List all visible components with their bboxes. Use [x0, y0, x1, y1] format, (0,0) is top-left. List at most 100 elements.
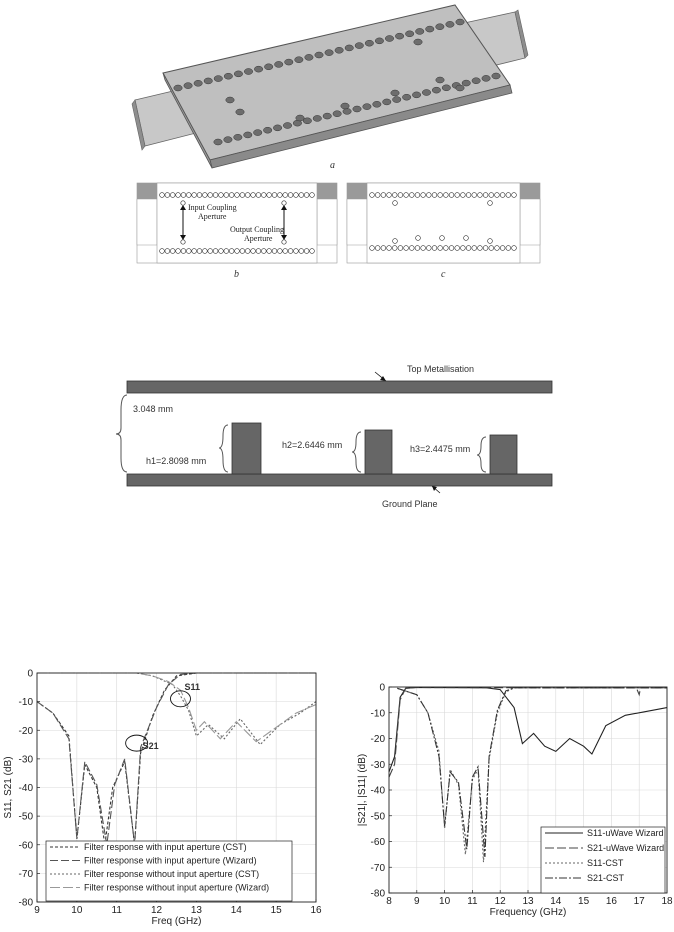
legend-entry: S21-uWave Wizard — [587, 843, 664, 853]
via-hole — [465, 192, 472, 198]
via-hole — [284, 58, 294, 66]
ground-plane-label: Ground Plane — [382, 499, 438, 509]
via-hole — [277, 248, 283, 254]
via-hole — [309, 248, 315, 254]
x-tick-label: 13 — [191, 905, 203, 916]
via-hole — [170, 192, 176, 198]
via-hole — [244, 68, 253, 75]
via-hole — [362, 103, 372, 110]
series-line-4 — [37, 672, 317, 743]
via-hole — [369, 192, 375, 198]
via-hole — [263, 126, 273, 134]
via-hole — [392, 96, 402, 103]
via-hole — [443, 245, 449, 251]
via-hole — [448, 245, 455, 251]
via-hole — [491, 72, 501, 80]
via-holes-top-c — [369, 192, 517, 251]
y-tick-label: -70 — [19, 869, 34, 880]
via-hole — [287, 248, 294, 254]
via-holes-top — [159, 192, 315, 254]
legend-entry: S21-CST — [587, 873, 625, 883]
via-hole — [255, 248, 262, 254]
s11-annotation: S11 — [184, 682, 200, 692]
post-via — [463, 235, 469, 241]
via-hole — [303, 248, 310, 254]
via-hole — [441, 84, 451, 92]
y-tick-label: -20 — [19, 726, 34, 737]
post-via — [392, 238, 398, 244]
via-hole — [494, 192, 500, 198]
via-hole — [223, 192, 229, 198]
via-hole — [303, 192, 310, 198]
via-hole — [243, 131, 253, 139]
via-hole — [159, 248, 165, 254]
via-hole — [354, 42, 364, 49]
via-hole — [374, 245, 381, 251]
post-via — [235, 108, 245, 116]
via-hole — [234, 248, 240, 254]
y-tick-label: 0 — [27, 669, 33, 680]
via-hole — [385, 35, 394, 42]
via-hole — [435, 23, 445, 30]
via-hole — [374, 192, 381, 198]
via-hole — [461, 79, 471, 87]
x-tick-label: 12 — [151, 905, 163, 916]
y-tick-label: -50 — [371, 811, 386, 822]
h1-label: h1=2.8098 mm — [146, 456, 206, 466]
via-hole — [304, 54, 314, 61]
via-hole — [213, 75, 223, 82]
post-via — [295, 114, 305, 122]
via-hole — [431, 192, 438, 198]
via-hole — [207, 248, 213, 254]
legend-entry: Filter response without input aperture (… — [84, 869, 259, 879]
via-hole — [420, 192, 426, 198]
via-hole — [488, 245, 494, 251]
via-hole — [380, 192, 387, 198]
via-hole — [202, 248, 208, 254]
x-axis-label: Frequency (GHz) — [490, 907, 567, 918]
via-hole — [191, 248, 197, 254]
via-hole — [364, 39, 374, 47]
via-hole — [173, 84, 183, 92]
via-hole — [196, 192, 203, 198]
post-via — [413, 38, 423, 46]
via-hole — [448, 192, 455, 198]
legend-box — [45, 840, 293, 902]
top-metallisation — [126, 380, 553, 394]
via-hole — [196, 248, 203, 254]
via-hole — [409, 192, 415, 198]
via-hole — [477, 192, 483, 198]
via-hole — [164, 192, 171, 198]
post-via — [392, 200, 398, 206]
ground-plane — [126, 473, 553, 487]
via-hole — [245, 248, 251, 254]
via-hole — [372, 101, 382, 108]
via-hole — [455, 18, 465, 26]
via-hole — [425, 25, 435, 33]
via-hole — [294, 56, 304, 63]
y-tick-label: -20 — [371, 734, 386, 745]
post-via — [225, 96, 235, 104]
via-hole — [212, 192, 219, 198]
via-hole — [403, 245, 409, 251]
cross-section-diagram: Top Metallisation Ground Plane 3.048 mm … — [115, 364, 553, 509]
via-hole — [443, 192, 449, 198]
via-hole — [460, 245, 466, 251]
via-hole — [239, 248, 246, 254]
s11-marker — [170, 690, 191, 708]
y-tick-label: -60 — [371, 837, 386, 848]
via-hole — [405, 30, 415, 38]
series-line-3 — [397, 687, 667, 863]
via-hole — [332, 110, 342, 117]
via-hole — [253, 129, 263, 136]
legend-entry: S11-CST — [587, 858, 624, 868]
via-hole — [431, 86, 441, 94]
via-hole — [471, 77, 481, 84]
via-hole — [471, 192, 477, 198]
via-hole — [213, 138, 223, 146]
via-hole — [298, 248, 304, 254]
